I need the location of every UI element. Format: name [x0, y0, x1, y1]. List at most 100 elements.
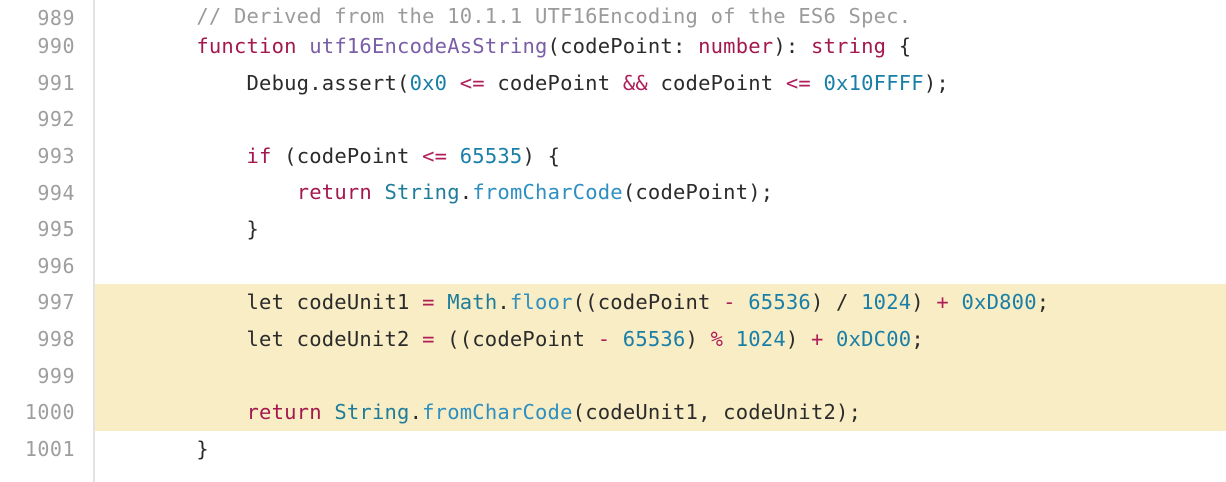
code-token: codePoint: [647, 70, 786, 95]
code-token: .: [409, 399, 423, 424]
line-number[interactable]: 990: [0, 36, 94, 57]
line-number[interactable]: 991: [0, 72, 94, 93]
code-line-text[interactable]: return String.fromCharCode(codeUnit1, co…: [94, 393, 1226, 431]
code-line-row[interactable]: 1001 }: [0, 431, 1226, 468]
line-number[interactable]: 1001: [0, 438, 94, 459]
code-token: ): [785, 326, 811, 351]
code-token: +: [936, 290, 949, 315]
code-token: {: [886, 34, 912, 59]
code-token: 1024: [861, 290, 912, 315]
code-line-text[interactable]: }: [94, 431, 1226, 468]
code-line-row[interactable]: 990 function utf16EncodeAsString(codePoi…: [0, 28, 1226, 65]
code-line-text[interactable]: function utf16EncodeAsString(codePoint: …: [94, 28, 1226, 65]
code-line-text[interactable]: let codeUnit2 = ((codePoint - 65536) % 1…: [94, 320, 1226, 358]
code-token: floor: [509, 290, 573, 315]
code-line-text[interactable]: // Derived from the 10.1.1 UTF16Encoding…: [94, 0, 1226, 28]
code-line-row[interactable]: 994 return String.fromCharCode(codePoint…: [0, 174, 1226, 211]
code-token: [96, 182, 297, 203]
code-token: [447, 146, 460, 167]
code-line-text[interactable]: Debug.assert(0x0 <= codePoint && codePoi…: [94, 65, 1226, 102]
gutter-divider: [93, 0, 95, 482]
code-token: =: [422, 326, 435, 351]
line-number[interactable]: 999: [0, 365, 94, 386]
code-token: [824, 329, 837, 350]
code-token: number: [698, 34, 774, 59]
code-token: 65535: [459, 143, 523, 168]
code-token: Math: [447, 290, 498, 315]
code-line-row[interactable]: 1000 return String.fromCharCode(codeUnit…: [0, 393, 1226, 431]
code-token: utf16EncodeAsString: [309, 34, 548, 59]
code-line-row[interactable]: 995 }: [0, 211, 1226, 248]
code-token: return: [296, 180, 372, 205]
code-token: ) {: [522, 143, 561, 168]
code-token: [322, 402, 335, 423]
code-token: 0x10FFFF: [823, 70, 924, 95]
code-token: Debug.assert(: [96, 70, 410, 95]
code-line-row[interactable]: 989 // Derived from the 10.1.1 UTF16Enco…: [0, 0, 1226, 28]
code-token: codePoint: [484, 70, 623, 95]
line-number[interactable]: 1000: [0, 402, 94, 423]
code-token: <=: [785, 70, 811, 95]
line-number[interactable]: 996: [0, 255, 94, 276]
code-token: [297, 36, 310, 57]
code-token: =: [422, 290, 435, 315]
code-line-row[interactable]: 997 let codeUnit1 = Math.floor((codePoin…: [0, 284, 1226, 321]
code-line-text[interactable]: [94, 101, 1226, 138]
code-line-row[interactable]: 996: [0, 248, 1226, 285]
code-token: return: [246, 399, 322, 424]
code-token: .: [459, 180, 473, 205]
code-token: 0x0: [409, 70, 448, 95]
code-token: 65536: [622, 326, 686, 351]
code-token: %: [710, 326, 724, 351]
code-line-row[interactable]: 993 if (codePoint <= 65535) {: [0, 138, 1226, 175]
code-token: }: [96, 436, 209, 461]
code-line-row[interactable]: 992: [0, 101, 1226, 138]
code-token: let codeUnit2: [96, 326, 423, 351]
code-token: [610, 329, 623, 350]
code-token: }: [96, 217, 260, 242]
code-token: [96, 146, 247, 167]
code-token: string: [810, 34, 887, 59]
code-token: [96, 36, 196, 57]
code-line-text[interactable]: [94, 248, 1226, 285]
code-token: ((codePoint: [434, 326, 598, 351]
code-token: 65536: [748, 290, 811, 315]
code-line-text[interactable]: let codeUnit1 = Math.floor((codePoint - …: [94, 284, 1226, 321]
line-number[interactable]: 997: [0, 292, 94, 313]
code-token: let codeUnit1: [96, 290, 423, 315]
line-number[interactable]: 992: [0, 109, 94, 130]
code-token: String: [334, 399, 410, 424]
code-token: fromCharCode: [422, 399, 573, 424]
code-line-row[interactable]: 991 Debug.assert(0x0 <= codePoint && cod…: [0, 65, 1226, 102]
code-line-text[interactable]: }: [94, 211, 1226, 248]
code-token: .: [497, 290, 510, 315]
code-token: -: [597, 326, 611, 351]
code-line-text[interactable]: if (codePoint <= 65535) {: [94, 138, 1226, 175]
code-token: (codePoint);: [622, 180, 774, 205]
line-number[interactable]: 989: [0, 8, 94, 28]
code-token: (codePoint: [271, 143, 423, 168]
code-token: &&: [622, 70, 648, 95]
code-line-text[interactable]: return String.fromCharCode(codePoint);: [94, 174, 1226, 211]
code-token: ) /: [810, 290, 862, 315]
code-token: if: [246, 143, 272, 168]
line-number[interactable]: 994: [0, 182, 94, 203]
line-number[interactable]: 998: [0, 329, 94, 350]
code-token: 0xDC00: [836, 326, 912, 351]
code-token: [949, 292, 962, 313]
code-lines-container[interactable]: 989 // Derived from the 10.1.1 UTF16Enco…: [0, 0, 1226, 467]
line-number[interactable]: 995: [0, 219, 94, 240]
code-line-row[interactable]: 999: [0, 357, 1226, 394]
line-number[interactable]: 993: [0, 146, 94, 167]
code-token: function: [196, 34, 297, 59]
code-token: (codePoint:: [547, 34, 699, 59]
code-line-row[interactable]: 998 let codeUnit2 = ((codePoint - 65536)…: [0, 320, 1226, 358]
code-token: [736, 292, 749, 313]
code-token: [96, 6, 196, 27]
code-token: [435, 292, 448, 313]
code-token: );: [923, 70, 949, 95]
code-line-text[interactable]: [94, 357, 1226, 394]
code-token: [447, 73, 460, 94]
code-token: 0xD800: [961, 290, 1037, 315]
